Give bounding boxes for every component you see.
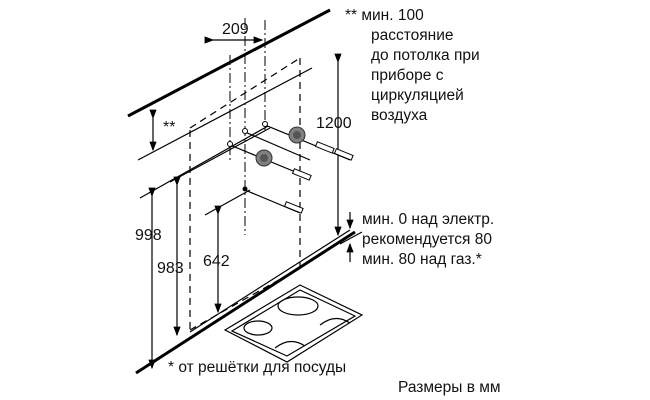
worktop-line	[135, 230, 356, 375]
hob	[223, 284, 364, 363]
hob-gap-line	[339, 231, 363, 245]
svg-text:** мин. 100: ** мин. 100	[345, 7, 424, 24]
grate-note: * от решётки для посуды	[168, 359, 346, 376]
ceiling-offset-line	[137, 67, 313, 161]
dimension-209: 209	[222, 21, 249, 38]
dimension-983: 983	[157, 260, 184, 277]
dimension-998: 998	[135, 227, 162, 244]
svg-text:циркуляцией: циркуляцией	[371, 87, 464, 104]
units-note: Размеры в мм	[398, 379, 501, 396]
dimension-642: 642	[203, 253, 230, 270]
svg-text:воздуха: воздуха	[371, 107, 428, 124]
svg-text:рекомендуется 80: рекомендуется 80	[362, 231, 492, 248]
ceiling-line	[127, 8, 331, 118]
ceiling-gap-marker: **	[163, 119, 175, 136]
dimension-1200: 1200	[316, 115, 352, 132]
svg-text:до потолка при: до потолка при	[371, 47, 480, 64]
ceiling-note: ** мин. 100 расстояние до потолка при пр…	[345, 7, 480, 124]
svg-text:мин. 80 над газ.*: мин. 80 над газ.*	[362, 251, 482, 268]
hood-top-line	[139, 125, 269, 199]
mount-line-lower	[204, 189, 251, 216]
svg-text:мин. 0 над электр.: мин. 0 над электр.	[362, 211, 494, 228]
wall-fixings	[227, 121, 354, 214]
hob-note: мин. 0 над электр. рекомендуется 80 мин.…	[362, 211, 494, 268]
svg-text:расстояние: расстояние	[371, 27, 454, 44]
hood-outline-bottom	[189, 267, 301, 331]
svg-text:приборе с: приборе с	[371, 67, 444, 84]
hood-top-line-2	[169, 127, 271, 183]
